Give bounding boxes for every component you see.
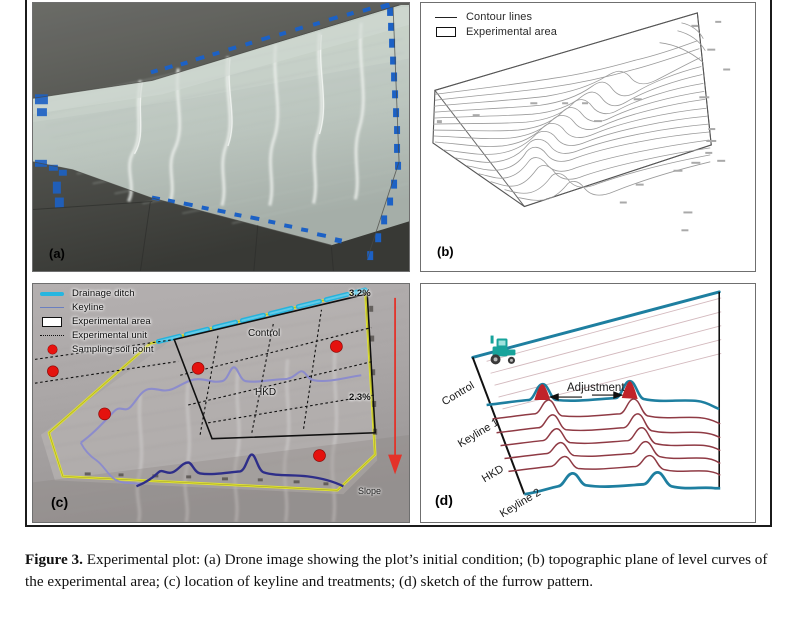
- legend-item-contour-lines: Contour lines: [433, 11, 557, 23]
- slope-value-top: 3.2%: [349, 288, 371, 299]
- legend-label-experimental-unit: Experimental unit: [72, 330, 148, 341]
- panel-b-legend: Contour lines Experimental area: [433, 11, 557, 41]
- legend-item-keyline: Keyline: [39, 302, 154, 313]
- furrow-sketch-svg: [471, 290, 722, 496]
- figure-caption-text: Experimental plot: (a) Drone image showi…: [25, 551, 768, 590]
- figure-caption-prefix: Figure 3.: [25, 551, 83, 568]
- legend-item-experimental-area: Experimental area: [433, 26, 557, 38]
- legend-item-experimental-area-c: Experimental area: [39, 316, 154, 327]
- panel-c-keyline-treatments: Drainage ditch Keyline Experimental area…: [32, 283, 410, 523]
- panel-d-tag: (d): [435, 492, 453, 508]
- panel-b-topographic-map: Contour lines Experimental area: [420, 2, 756, 272]
- slope-annotation: 3.2% 2.3% Slope: [347, 288, 407, 520]
- contour-map-svg: [432, 12, 731, 232]
- slope-arrow: [388, 297, 403, 475]
- panel-d-furrow-sketch: Control Keyline 1 HKD Keyline 2 Adjustme…: [420, 283, 756, 523]
- dotted-line-swatch-icon: [39, 335, 65, 336]
- control-plot-label: Control: [248, 328, 281, 339]
- panel-c-tag: (c): [51, 494, 69, 510]
- legend-label-drainage-ditch: Drainage ditch: [72, 288, 135, 299]
- legend-label-experimental-area: Experimental area: [466, 26, 557, 38]
- line-swatch-icon: [433, 16, 459, 18]
- thick-cyan-line-swatch-icon: [39, 291, 65, 296]
- legend-item-experimental-unit: Experimental unit: [39, 330, 154, 341]
- legend-item-sampling-soil-point: Sampling soil point: [39, 344, 154, 355]
- panel-b-tag: (b): [437, 244, 454, 259]
- legend-item-drainage-ditch: Drainage ditch: [39, 288, 154, 299]
- panel-c-legend: Drainage ditch Keyline Experimental area…: [39, 288, 154, 358]
- aerial-photo-c: [33, 284, 409, 522]
- rectangle-swatch-icon: [433, 27, 459, 37]
- tractor-icon: [490, 335, 516, 365]
- figure-caption: Figure 3. Experimental plot: (a) Drone i…: [25, 549, 775, 592]
- rectangle-swatch-icon: [39, 316, 65, 327]
- hkd-plot-label: HKD: [255, 387, 277, 398]
- panel-a-tag: (a): [49, 246, 65, 261]
- aerial-photo-a: [33, 3, 409, 271]
- thin-blue-line-swatch-icon: [39, 307, 65, 308]
- legend-label-experimental-area-c: Experimental area: [72, 316, 151, 327]
- sampling-points: [47, 340, 343, 462]
- adjustment-annotation-label: Adjustment: [567, 382, 625, 394]
- panel-a-drone-image: (a): [32, 2, 410, 272]
- legend-label-keyline: Keyline: [72, 302, 104, 313]
- legend-label-sampling-soil-point: Sampling soil point: [72, 344, 154, 355]
- red-dot-swatch-icon: [39, 345, 65, 354]
- legend-label-contour-lines: Contour lines: [466, 11, 533, 23]
- figure-3: (a) Contour lines Experimental area: [32, 2, 756, 523]
- slope-arrow-label: Slope: [358, 486, 382, 496]
- slope-value-mid: 2.3%: [349, 392, 371, 403]
